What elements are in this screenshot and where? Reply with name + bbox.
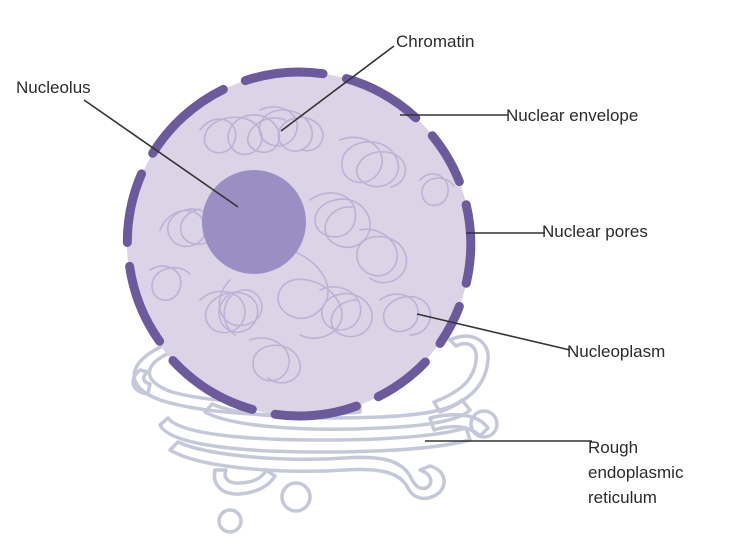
chromatin-threads — [149, 106, 455, 384]
nucleoplasm-leader — [416, 313, 571, 351]
nuclear-pores-label: Nuclear pores — [542, 222, 648, 241]
nucleolus — [202, 170, 306, 274]
chromatin-label: Chromatin — [396, 32, 474, 51]
chromatin-leader — [280, 45, 395, 132]
rough-er-label-line1: Rough — [588, 438, 638, 457]
rough-er-label-line2: endoplasmic — [588, 463, 684, 482]
nucleolus-leader — [83, 99, 239, 208]
nucleoplasm-label: Nucleoplasm — [567, 342, 665, 361]
rough-er — [131, 334, 499, 534]
nuclear-envelope — [122, 67, 476, 421]
rough-er-label-line3: reticulum — [588, 488, 657, 507]
nucleolus-label: Nucleolus — [16, 78, 91, 97]
nuclear-envelope-label: Nuclear envelope — [506, 106, 638, 125]
leader-lines — [83, 45, 592, 442]
